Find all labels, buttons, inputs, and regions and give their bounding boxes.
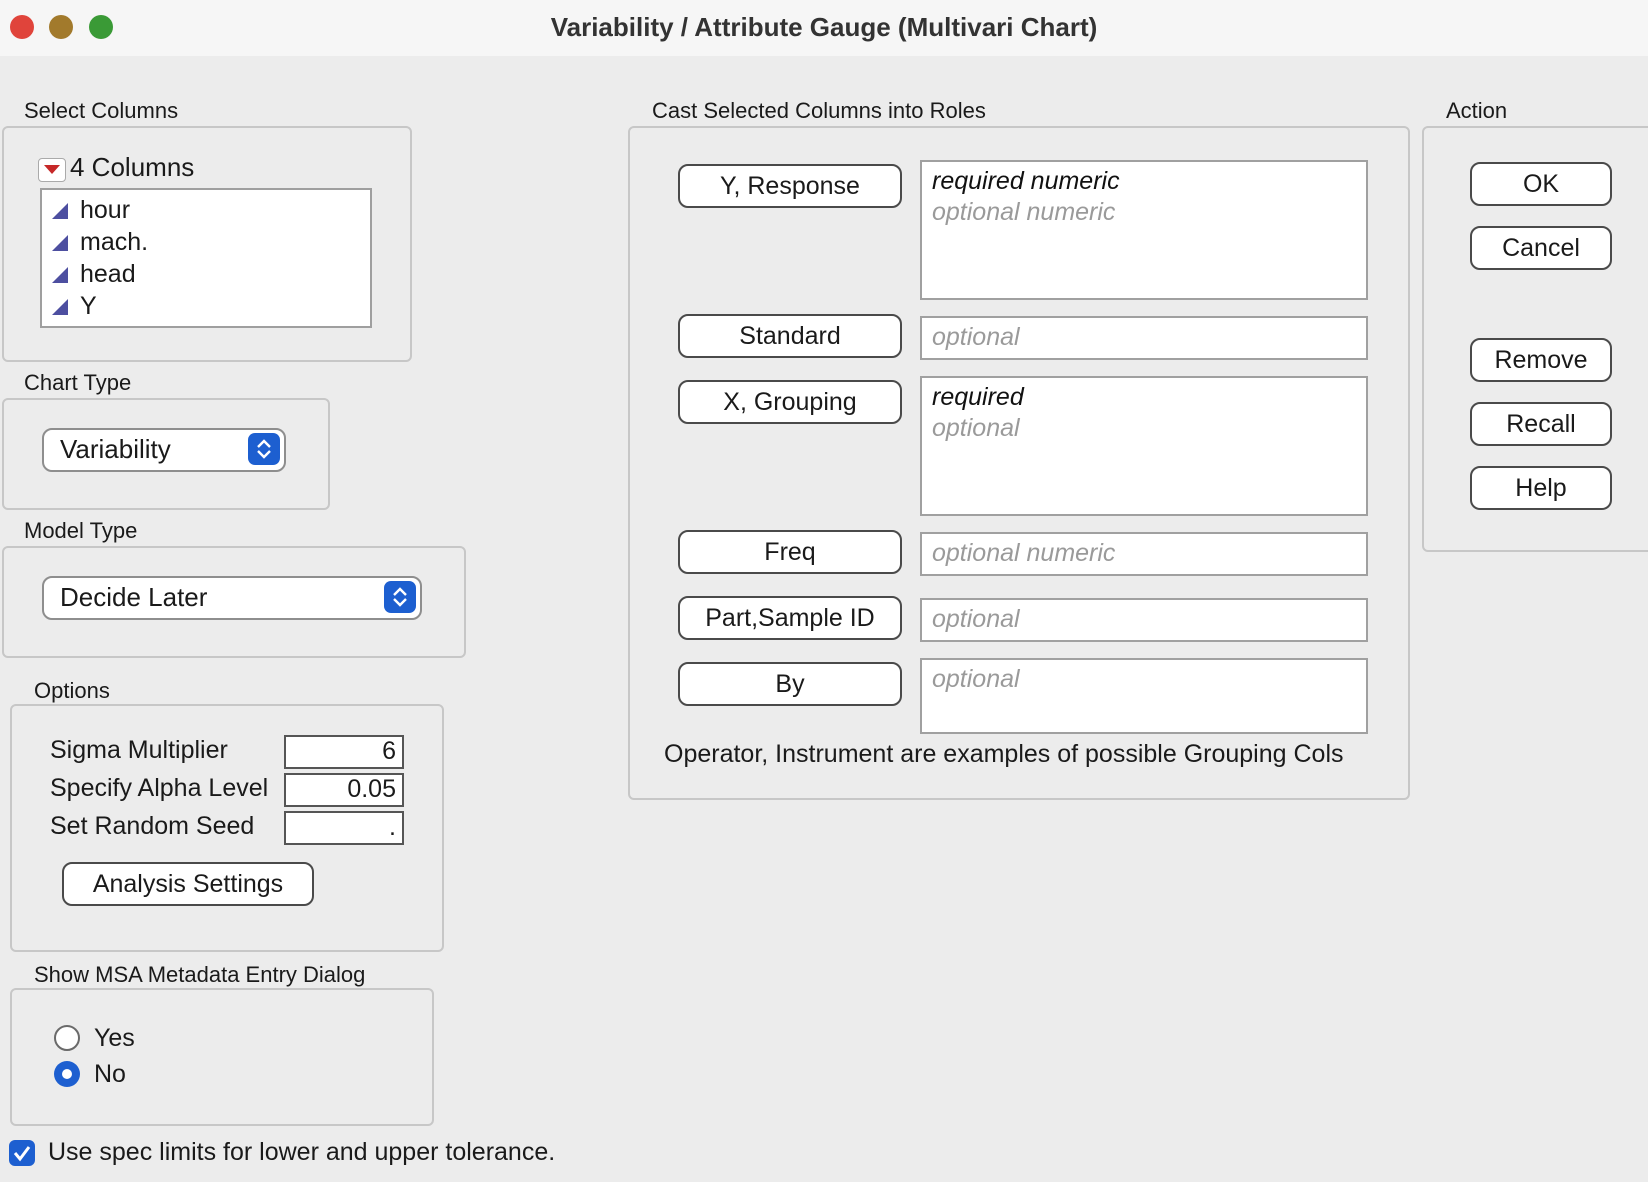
alpha-level-input[interactable]: 0.05 (284, 773, 404, 807)
y-response-button[interactable]: Y, Response (678, 164, 902, 208)
action-label: Action (1446, 98, 1508, 123)
chart-type-value: Variability (60, 434, 171, 464)
y-response-dropbox[interactable]: required numeric optional numeric (920, 160, 1368, 300)
select-columns-label: Select Columns (24, 98, 179, 123)
chart-type-select[interactable]: Variability (42, 428, 286, 472)
list-item-head[interactable]: head (52, 258, 136, 290)
x-grouping-button[interactable]: X, Grouping (678, 380, 902, 424)
analysis-settings-button[interactable]: Analysis Settings (62, 862, 314, 906)
part-sample-id-button[interactable]: Part,Sample ID (678, 596, 902, 640)
recall-button[interactable]: Recall (1470, 402, 1612, 446)
random-seed-label: Set Random Seed (50, 812, 255, 840)
chevron-updown-icon (248, 433, 280, 465)
optional-hint: optional (932, 665, 1020, 693)
title-bar (0, 0, 1648, 56)
roles-label: Cast Selected Columns into Roles (652, 98, 986, 123)
by-button[interactable]: By (678, 662, 902, 706)
sigma-multiplier-input[interactable]: 6 (284, 735, 404, 769)
columns-list[interactable]: hour mach. head Y (40, 188, 372, 328)
freq-button[interactable]: Freq (678, 530, 902, 574)
msa-dialog-label: Show MSA Metadata Entry Dialog (34, 962, 366, 987)
chart-type-label: Chart Type (24, 370, 132, 395)
standard-dropbox[interactable]: optional (920, 316, 1368, 360)
continuous-column-icon (52, 267, 68, 283)
grouping-note: Operator, Instrument are examples of pos… (664, 740, 1344, 768)
msa-yes-radio[interactable] (54, 1025, 80, 1051)
optional-hint: optional numeric (932, 539, 1116, 567)
msa-no-label: No (94, 1060, 126, 1088)
continuous-column-icon (52, 235, 68, 251)
ok-button[interactable]: OK (1470, 162, 1612, 206)
checkmark-icon (13, 1146, 31, 1162)
optional-hint: optional (932, 605, 1020, 633)
spec-limits-checkbox[interactable] (9, 1140, 35, 1166)
x-grouping-dropbox[interactable]: required optional (920, 376, 1368, 516)
model-type-value: Decide Later (60, 582, 208, 612)
continuous-column-icon (52, 299, 68, 315)
freq-dropbox[interactable]: optional numeric (920, 532, 1368, 576)
columns-count-label: 4 Columns (70, 152, 195, 182)
spec-limits-label: Use spec limits for lower and upper tole… (48, 1138, 556, 1166)
help-button[interactable]: Help (1470, 466, 1612, 510)
disclosure-menu-icon[interactable] (38, 158, 66, 182)
radio-dot (62, 1069, 72, 1079)
optional-hint: optional (932, 414, 1020, 442)
column-name: head (80, 260, 136, 288)
msa-panel (10, 988, 434, 1126)
alpha-level-label: Specify Alpha Level (50, 774, 269, 802)
list-item-y[interactable]: Y (52, 290, 97, 322)
part-sample-id-dropbox[interactable]: optional (920, 598, 1368, 642)
model-type-select[interactable]: Decide Later (42, 576, 422, 620)
column-name: hour (80, 196, 131, 224)
continuous-column-icon (52, 203, 68, 219)
required-hint: required (932, 383, 1024, 411)
standard-button[interactable]: Standard (678, 314, 902, 358)
close-window-button[interactable] (10, 15, 34, 39)
random-seed-input[interactable]: . (284, 811, 404, 845)
cancel-button[interactable]: Cancel (1470, 226, 1612, 270)
optional-hint: optional numeric (932, 198, 1116, 226)
options-label: Options (34, 678, 110, 703)
list-item-mach[interactable]: mach. (52, 226, 148, 258)
minimize-window-button[interactable] (49, 15, 73, 39)
sigma-multiplier-label: Sigma Multiplier (50, 736, 228, 764)
zoom-window-button[interactable] (89, 15, 113, 39)
list-item-hour[interactable]: hour (52, 194, 130, 226)
remove-button[interactable]: Remove (1470, 338, 1612, 382)
msa-no-radio[interactable] (54, 1061, 80, 1087)
msa-yes-label: Yes (94, 1024, 135, 1052)
model-type-label: Model Type (24, 518, 138, 543)
window-title: Variability / Attribute Gauge (Multivari… (550, 12, 1098, 42)
column-name: Y (80, 292, 97, 320)
required-hint: required numeric (932, 167, 1120, 195)
optional-hint: optional (932, 323, 1020, 351)
by-dropbox[interactable]: optional (920, 658, 1368, 734)
chevron-updown-icon (384, 581, 416, 613)
column-name: mach. (80, 228, 149, 256)
